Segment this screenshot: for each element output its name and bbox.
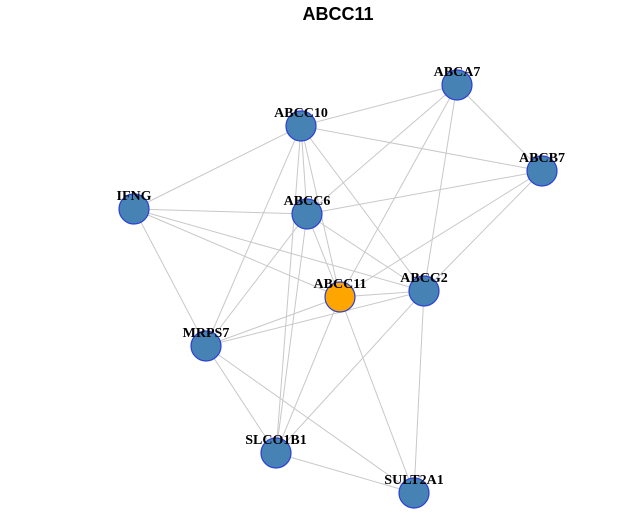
edge-abcc11-mrps7	[205, 296, 341, 347]
node-abcb7[interactable]: ABCB7	[519, 151, 565, 187]
edge-abcc11-sult2a1	[339, 296, 415, 494]
edge-abcc10-ifng	[133, 125, 302, 210]
edge-abcc10-abcg2	[300, 125, 425, 292]
edge-abca7-abcg2	[423, 84, 458, 292]
node-sult2a1[interactable]: SULT2A1	[384, 473, 444, 509]
node-circle-abcg2[interactable]	[408, 275, 440, 307]
edge-ifng-abcc6	[133, 208, 308, 215]
node-label-slco1b1: SLCO1B1	[245, 433, 306, 448]
edge-abcc10-mrps7	[205, 125, 302, 347]
node-circle-abcc11[interactable]	[324, 281, 356, 313]
edge-abca7-abcb7	[456, 84, 543, 172]
edge-abcc10-abca7	[300, 84, 458, 127]
node-circle-abca7[interactable]	[441, 69, 473, 101]
diagram-title: ABCC11	[302, 4, 373, 24]
node-mrps7[interactable]: MRPS7	[183, 326, 230, 362]
edge-ifng-mrps7	[133, 208, 207, 347]
node-abcg2[interactable]: ABCG2	[400, 271, 448, 307]
edge-abcb7-abcc6	[306, 170, 543, 215]
edge-abcc6-abcg2	[306, 213, 425, 292]
edge-abca7-abcc6	[306, 84, 458, 215]
node-circle-ifng[interactable]	[118, 193, 150, 225]
node-circle-abcc10[interactable]	[285, 110, 317, 142]
node-circle-abcc6[interactable]	[291, 198, 323, 230]
edge-abcc11-slco1b1	[275, 296, 341, 454]
edge-mrps7-slco1b1	[205, 345, 277, 454]
edge-abcg2-mrps7	[205, 290, 425, 347]
node-circle-slco1b1[interactable]	[260, 437, 292, 469]
node-label-abcc10: ABCC10	[274, 106, 328, 121]
node-label-mrps7: MRPS7	[183, 326, 230, 341]
edge-abca7-abcc11	[339, 84, 458, 298]
node-label-abcb7: ABCB7	[519, 151, 565, 166]
node-label-abcg2: ABCG2	[400, 271, 447, 286]
node-abcc10[interactable]: ABCC10	[274, 106, 328, 142]
node-abcc11[interactable]: ABCC11	[314, 277, 367, 313]
edge-abcb7-abcg2	[423, 170, 543, 292]
node-label-ifng: IFNG	[117, 189, 152, 204]
node-circle-abcb7[interactable]	[526, 155, 558, 187]
edge-abcb7-abcc11	[339, 170, 543, 298]
node-label-abca7: ABCA7	[434, 65, 481, 80]
edge-abcc6-mrps7	[205, 213, 308, 347]
node-circle-mrps7[interactable]	[190, 330, 222, 362]
edge-slco1b1-sult2a1	[275, 452, 415, 494]
node-abca7[interactable]: ABCA7	[434, 65, 481, 101]
node-circle-sult2a1[interactable]	[398, 477, 430, 509]
edge-mrps7-sult2a1	[205, 345, 415, 494]
node-label-abcc11: ABCC11	[314, 277, 367, 292]
node-abcc6[interactable]: ABCC6	[284, 194, 331, 230]
node-label-abcc6: ABCC6	[284, 194, 331, 209]
edges-layer	[133, 84, 543, 494]
edge-abcg2-slco1b1	[275, 290, 425, 454]
edge-ifng-abcc11	[133, 208, 341, 298]
node-slco1b1[interactable]: SLCO1B1	[245, 433, 307, 469]
edge-abcg2-sult2a1	[413, 290, 425, 494]
node-ifng[interactable]: IFNG	[117, 189, 152, 225]
edge-abcc6-slco1b1	[275, 213, 308, 454]
node-label-sult2a1: SULT2A1	[384, 473, 443, 488]
